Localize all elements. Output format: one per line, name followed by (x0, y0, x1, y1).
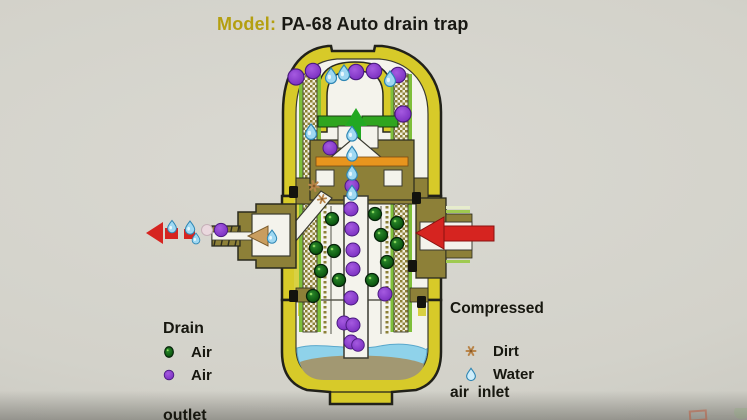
outlet-arrow-icon (146, 222, 213, 244)
compressed-inlet-label: Compressed air inlet (450, 300, 544, 401)
page-title: Model: PA-68 Auto drain trap (217, 14, 469, 35)
sediment (300, 355, 424, 380)
o-ring-seals (289, 186, 426, 308)
water-droplet-icon (462, 366, 480, 382)
legend-left: Air Air (160, 342, 212, 385)
dirt-particle-icon (462, 343, 480, 359)
legend-item-water: Water (462, 364, 534, 384)
collected-water-pool (296, 343, 428, 380)
legend-item-air-green: Air (160, 342, 212, 362)
title-model-name: PA-68 Auto drain trap (281, 14, 469, 34)
diaphragm (315, 156, 409, 167)
legend-item-dirt: Dirt (462, 341, 534, 361)
title-model-prefix: Model: (217, 14, 282, 34)
air-bubble-green-icon (160, 344, 178, 360)
legend-right: Dirt Water (462, 341, 534, 384)
watermark-fragment (688, 408, 747, 420)
air-bubble-purple-icon (160, 367, 178, 383)
inlet-arrow-icon (414, 216, 495, 250)
drain-outlet-label: Drain outlet (163, 320, 207, 420)
legend-item-air-purple: Air (160, 365, 212, 385)
